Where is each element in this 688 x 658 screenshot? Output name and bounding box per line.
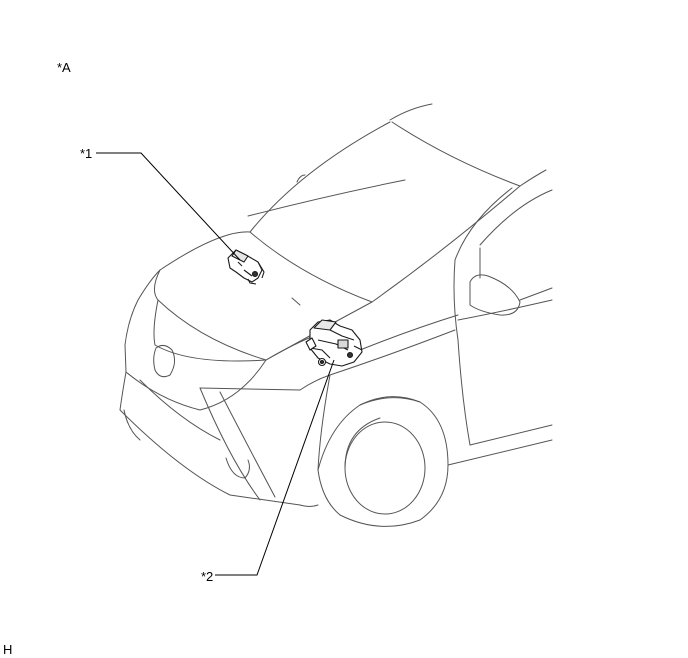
actuator-assembly-icon <box>305 319 363 367</box>
callout-leaders <box>96 152 335 576</box>
leader-line-1 <box>96 152 241 261</box>
leader-line-2 <box>215 359 335 576</box>
part-1-module <box>227 249 265 285</box>
callout-label-1: *1 <box>80 146 92 161</box>
corner-code: H <box>3 642 12 657</box>
view-label: *A <box>57 60 71 75</box>
vehicle-outline <box>119 103 553 527</box>
callout-label-2: *2 <box>201 569 213 584</box>
control-module-icon <box>227 249 265 285</box>
part-2-assembly <box>305 319 363 367</box>
